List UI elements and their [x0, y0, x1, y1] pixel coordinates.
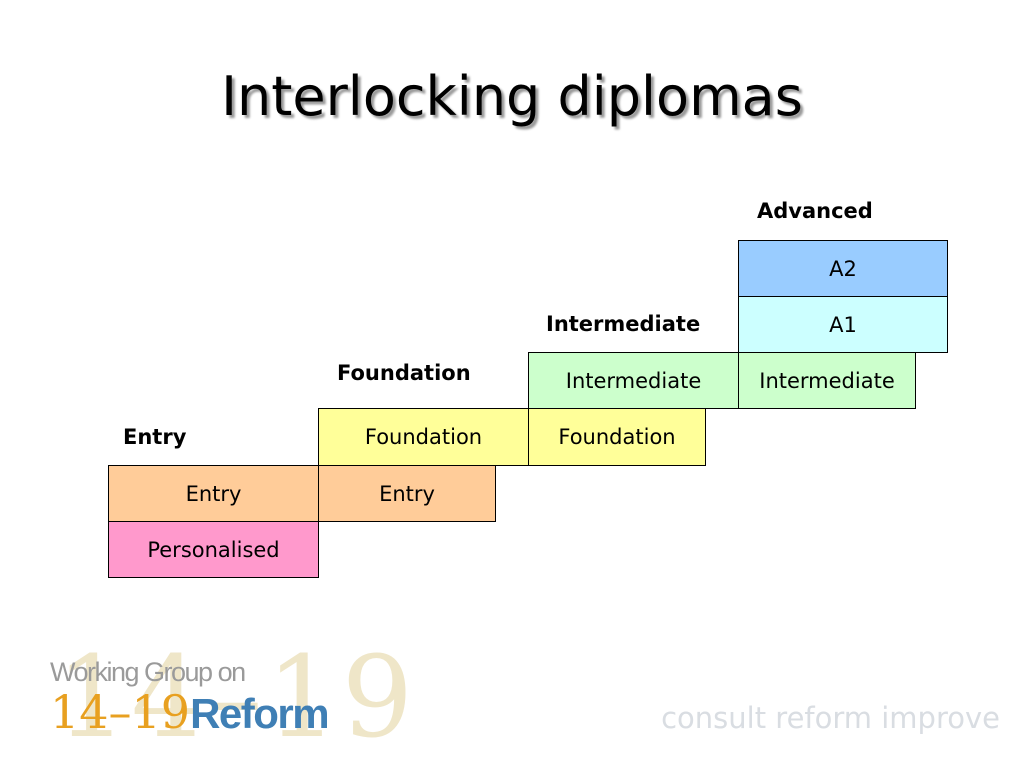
logo-name-line: 14–19Reform	[50, 685, 330, 749]
cell-entry-1: Entry	[108, 465, 319, 522]
logo-reform-text: Reform	[190, 690, 330, 737]
cell-a2: A2	[738, 240, 948, 297]
organisation-logo: 14–19 Working Group on 14–19Reform	[48, 638, 413, 758]
tagline: consult reform improve	[661, 701, 1000, 735]
logo-working-group-text: Working Group on	[50, 657, 246, 687]
level-label-foundation: Foundation	[337, 361, 471, 385]
cell-entry-2: Entry	[318, 465, 496, 522]
level-label-entry: Entry	[123, 425, 187, 449]
logo-age-range: 14–19	[50, 685, 191, 739]
cell-intermediate-2: Intermediate	[738, 352, 916, 409]
level-label-intermediate: Intermediate	[546, 312, 701, 336]
cell-personalised: Personalised	[108, 521, 319, 578]
level-label-advanced: Advanced	[757, 199, 873, 223]
cell-foundation-1: Foundation	[318, 408, 529, 466]
logo-watermark-digits: 14–19	[56, 633, 418, 763]
cell-a1: A1	[738, 296, 948, 353]
cell-intermediate-1: Intermediate	[528, 352, 739, 409]
slide-title: Interlocking diplomas	[221, 65, 803, 128]
cell-foundation-2: Foundation	[528, 408, 706, 466]
